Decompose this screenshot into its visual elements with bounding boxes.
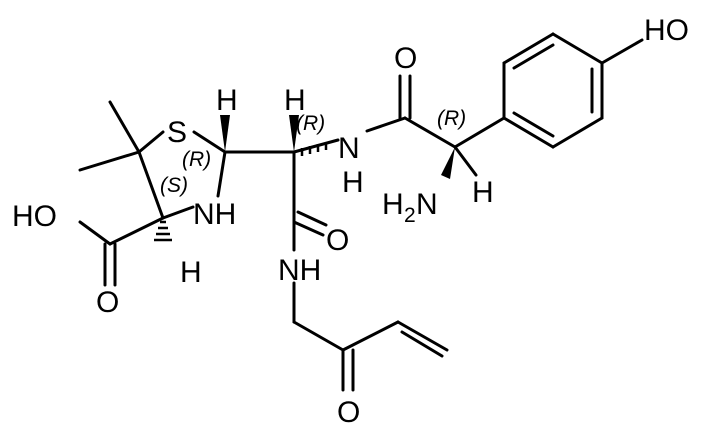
bond-amide-c-chiral <box>403 116 457 149</box>
amide-nh-h-label: H <box>342 166 364 199</box>
wedge-c5-h <box>220 115 230 152</box>
bond-carbonyl-o <box>292 220 325 237</box>
acid-ho-label: HO <box>12 200 57 233</box>
bond-chiral-aryl <box>453 116 506 149</box>
h-chiral-right-label: H <box>472 176 494 209</box>
amine-subscript-label: 2 <box>404 204 416 227</box>
bond-methyl-2 <box>78 150 141 172</box>
bond-c4-c2 <box>137 150 165 220</box>
bond-nh-amide-c <box>365 116 407 133</box>
bond-ch2-cketone <box>292 320 345 352</box>
bond-ar-2 <box>502 32 555 65</box>
bond-c4-cooh <box>108 216 165 246</box>
wedge-calpha-h <box>289 115 299 152</box>
ring-nh-label: NH <box>193 198 236 231</box>
bond-cooh-oh <box>78 220 112 246</box>
amide-nh-n-label: N <box>338 132 360 165</box>
bond-c2-s <box>137 130 165 154</box>
hash-calpha-n <box>300 142 328 156</box>
hydroxyl-label: HO <box>644 14 689 47</box>
bond-carbonyl-o-double <box>296 210 328 227</box>
amide-o-mid-label: O <box>326 224 349 257</box>
bond-ar-5 <box>551 116 604 149</box>
bond-c5-n <box>216 150 227 198</box>
h-c3-label: H <box>180 256 202 289</box>
bond-ar-6-inner <box>512 111 555 138</box>
stereo-r-chiral-label: (R) <box>437 107 466 130</box>
stereo-r-ring-label: (R) <box>182 148 211 171</box>
bond-vinyl <box>396 320 449 352</box>
amide2-nh-label: NH <box>278 254 321 287</box>
hash-c4-h <box>154 220 172 242</box>
ketone-o-label: O <box>337 396 360 429</box>
bond-ar-oh <box>600 38 644 65</box>
wedge-chiral-nh2 <box>441 147 455 179</box>
atom-label-layer: S H H (R) N H O (R) HO (R) (S) HO NH H O… <box>12 14 689 429</box>
bond-calpha-nh <box>292 138 340 154</box>
h-c5-label: H <box>216 84 238 117</box>
bond-vinyl-double <box>400 330 444 358</box>
bond-s-c5 <box>192 130 227 154</box>
bond-ar-3 <box>551 32 604 65</box>
bond-layer <box>78 32 644 392</box>
stereo-bond-layer <box>154 115 455 242</box>
stereo-r-center-label: (R) <box>296 112 325 135</box>
amine-h-label: H <box>382 188 404 221</box>
bond-ar-2-inner <box>512 43 555 70</box>
sulfur-atom-label: S <box>167 116 187 149</box>
bond-cketone-vinyl <box>341 320 400 352</box>
acid-o-label: O <box>96 286 119 319</box>
h-alpha-label: H <box>284 84 306 117</box>
bond-n-c4 <box>161 205 195 220</box>
amide-o-top-label: O <box>394 42 417 75</box>
bond-chiral-h <box>453 145 478 177</box>
bond-methyl-1 <box>108 100 141 154</box>
stereo-s-ring-label: (S) <box>160 174 188 197</box>
bond-ar-6 <box>502 116 555 149</box>
amine-n-label: N <box>416 188 438 221</box>
